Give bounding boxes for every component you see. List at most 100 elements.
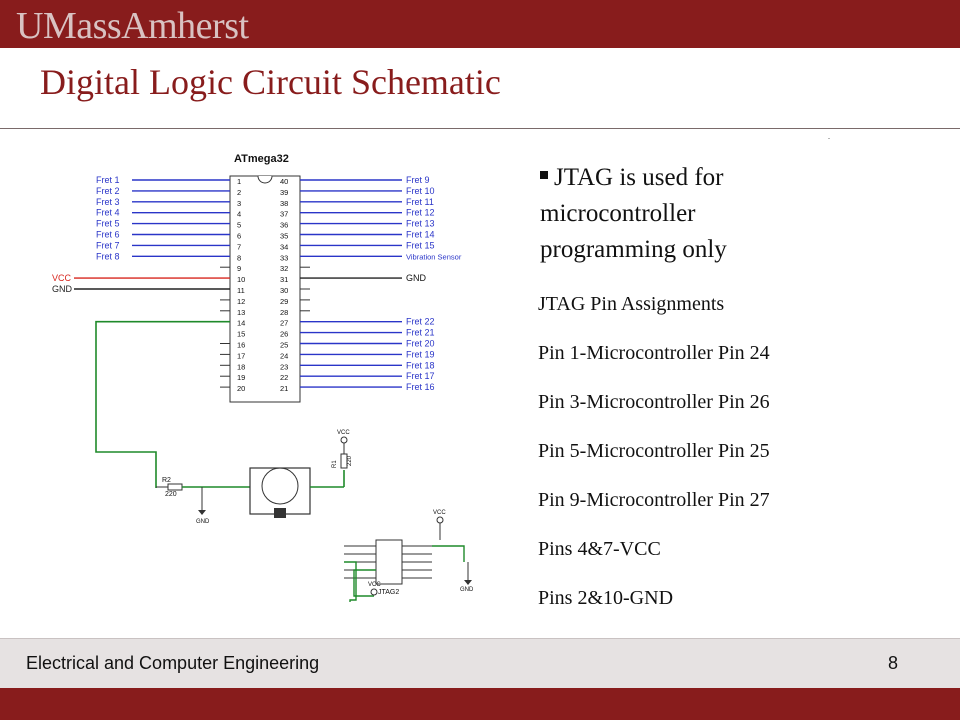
pin-number: 9 xyxy=(237,264,241,273)
gnd-label: GND xyxy=(196,519,210,525)
right-pin-label: Fret 11 xyxy=(406,197,434,207)
title-divider xyxy=(0,128,960,129)
pin-number: 39 xyxy=(280,188,288,197)
right-pin-label: Fret 13 xyxy=(406,219,435,229)
pin-number: 7 xyxy=(237,242,241,251)
bullet-line-2: microcontroller xyxy=(540,200,696,227)
pin-number: 40 xyxy=(280,177,288,186)
right-pin-label: Fret 18 xyxy=(406,360,435,370)
right-pin-label: Fret 20 xyxy=(406,339,435,349)
r2-value: 220 xyxy=(165,491,177,498)
left-pin-label: VCC xyxy=(52,273,72,283)
sensor-component xyxy=(249,467,311,515)
header-bar: UMassAmherst xyxy=(0,0,960,48)
pin-number: 33 xyxy=(280,253,288,262)
gnd-symbol xyxy=(464,580,472,585)
pin-number: 24 xyxy=(280,351,288,360)
pin-assignment-item: Pin 1-Microcontroller Pin 24 xyxy=(538,342,770,364)
pin-assignment-item: Pin 9-Microcontroller Pin 27 xyxy=(538,489,770,511)
pin-number: 27 xyxy=(280,319,288,328)
pin-number: 37 xyxy=(280,210,288,219)
pin-number: 36 xyxy=(280,221,288,230)
jtag-heading: JTAG Pin Assignments xyxy=(538,293,725,315)
pin-number: 3 xyxy=(237,199,241,208)
stray-dot: . xyxy=(828,132,830,141)
r1-name: R1 xyxy=(332,460,338,468)
gnd-label: GND xyxy=(406,273,427,283)
pin-number: 32 xyxy=(280,264,288,273)
vcc-label: VCC xyxy=(433,510,446,516)
green-wire xyxy=(95,320,230,488)
pin-number: 30 xyxy=(280,286,288,295)
pin-number: 14 xyxy=(237,319,245,328)
pin-assignment-item: Pins 2&10-GND xyxy=(538,587,674,609)
pin-number: 5 xyxy=(237,221,241,230)
right-pin-label: Fret 15 xyxy=(406,240,435,250)
pin-number: 34 xyxy=(280,242,288,251)
green-wire xyxy=(432,545,465,562)
right-pin-label: Fret 12 xyxy=(406,208,435,218)
pin-number: 4 xyxy=(237,210,241,219)
pin-number: 18 xyxy=(237,362,245,371)
main-bullet: JTAG is used for microcontroller program… xyxy=(538,160,958,268)
bullet-square-icon xyxy=(540,171,548,180)
bottom-bar xyxy=(0,688,960,720)
right-pin-label: Fret 21 xyxy=(406,328,435,338)
vcc-terminal xyxy=(436,516,444,524)
footer-department: Electrical and Computer Engineering xyxy=(26,653,320,673)
right-pin-label: Fret 9 xyxy=(406,175,430,185)
sensor-tab xyxy=(274,508,286,518)
pin-number: 12 xyxy=(237,297,245,306)
left-pin-label: Fret 6 xyxy=(96,230,120,240)
pin-assignment-item: Pin 3-Microcontroller Pin 26 xyxy=(538,391,770,413)
pin-number: 2 xyxy=(237,188,241,197)
pin-number: 10 xyxy=(237,275,245,284)
pin-number: 28 xyxy=(280,308,288,317)
left-pin-label: Fret 2 xyxy=(96,186,120,196)
right-pin-label: Fret 19 xyxy=(406,349,435,359)
pin-number: 20 xyxy=(237,384,245,393)
pin-number: 15 xyxy=(237,330,245,339)
pin-assignment-item: Pin 5-Microcontroller Pin 25 xyxy=(538,440,770,462)
right-pin-label: Fret 16 xyxy=(406,382,435,392)
left-pin-label: Fret 3 xyxy=(96,197,120,207)
pin-number: 8 xyxy=(237,253,241,262)
right-pin-label: Fret 22 xyxy=(406,317,435,327)
pin-number: 35 xyxy=(280,232,288,241)
pin-number: 26 xyxy=(280,330,288,339)
chip-name: ATmega32 xyxy=(234,153,289,165)
left-pin-label: Fret 5 xyxy=(96,219,120,229)
pin-number: 23 xyxy=(280,362,288,371)
gnd-symbol xyxy=(198,510,206,515)
slide-title: Digital Logic Circuit Schematic xyxy=(40,62,501,102)
left-pin-label: Fret 8 xyxy=(96,251,120,261)
pin-number: 17 xyxy=(237,351,245,360)
vcc-terminal xyxy=(370,588,378,596)
pin-number: 22 xyxy=(280,373,288,382)
green-wire xyxy=(353,569,376,597)
left-pin-label: Fret 4 xyxy=(96,208,120,218)
left-pin-label: Fret 7 xyxy=(96,240,120,250)
gnd-label: GND xyxy=(460,587,474,593)
r1-value: 220 xyxy=(347,455,353,466)
left-pin-label: GND xyxy=(52,284,73,294)
pin-number: 21 xyxy=(280,384,288,393)
vcc-label: VCC xyxy=(368,582,381,588)
footer-bar: Electrical and Computer Engineering 8 xyxy=(0,638,960,688)
pin-number: 6 xyxy=(237,232,241,241)
chip-body xyxy=(229,175,301,403)
pin-number: 25 xyxy=(280,341,288,350)
sensor-circle xyxy=(261,467,299,505)
jtag-connector xyxy=(375,539,403,585)
pin-number: 31 xyxy=(280,275,288,284)
left-pin-label: Fret 1 xyxy=(96,175,120,185)
pin-number: 29 xyxy=(280,297,288,306)
pin-number: 11 xyxy=(237,286,245,295)
jtag-label: JTAG2 xyxy=(378,589,399,596)
r2-name: R2 xyxy=(162,477,171,484)
bullet-line-3: programming only xyxy=(540,236,727,263)
vcc-label: VCC xyxy=(337,430,350,436)
bullet-line-1: JTAG is used for xyxy=(554,164,724,191)
university-logo: UMassAmherst xyxy=(16,5,249,47)
